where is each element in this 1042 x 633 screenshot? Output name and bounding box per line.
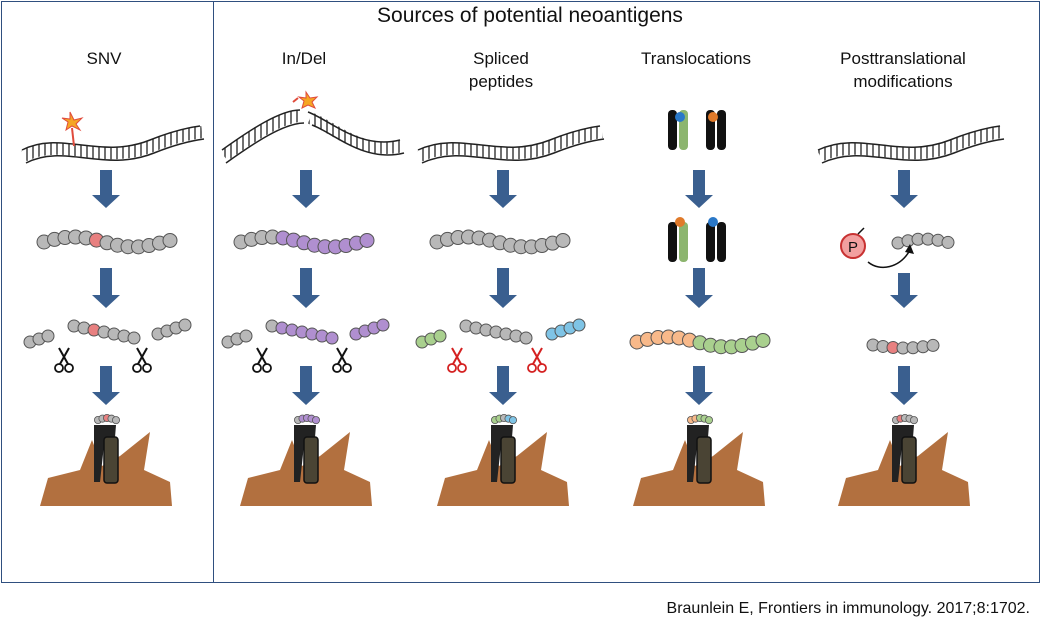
column-label-translocations: Translocations [611, 47, 781, 70]
scissors-icon [447, 347, 467, 373]
column-label-translocations-line1: Translocations [641, 49, 751, 68]
down-arrow-head-icon [685, 295, 713, 308]
mutation-star-icon [297, 90, 319, 109]
dna-strand-indel [220, 90, 405, 164]
presented-peptide-bead [705, 416, 714, 425]
column-label-indel: In/Del [219, 47, 389, 70]
down-arrow-icon [300, 170, 312, 196]
down-arrow-head-icon [890, 195, 918, 208]
cell-with-mhc [838, 414, 970, 506]
mutation-star-icon [61, 111, 84, 132]
down-arrow-head-icon [890, 295, 918, 308]
cells-with-mhc [40, 414, 970, 506]
peptide-chains [23, 229, 955, 355]
column-label-snv-line1: SNV [86, 49, 122, 68]
peptide-bead [359, 232, 375, 248]
down-arrow-head-icon [292, 195, 320, 208]
cell-with-mhc [240, 414, 372, 506]
scissors-icon [527, 347, 547, 373]
peptide-bead [519, 331, 533, 345]
mhc-beta-chain [696, 436, 712, 484]
down-arrow-icon [497, 268, 509, 296]
chromosomes-translocated [668, 217, 726, 262]
mhc-beta-chain [500, 436, 516, 484]
peptide-bead [941, 235, 955, 249]
cell-with-mhc [40, 414, 172, 506]
down-arrow-icon [100, 170, 112, 196]
scissors-group [54, 347, 547, 373]
peptide-bead [127, 331, 141, 345]
peptide-bead [178, 318, 192, 332]
peptide-bead [755, 332, 771, 348]
down-arrow-head-icon [92, 295, 120, 308]
scissors-icon [132, 347, 152, 373]
column-label-spliced: Spliced peptides [416, 47, 586, 93]
down-arrow-icon [693, 170, 705, 196]
down-arrow-head-icon [489, 195, 517, 208]
down-arrow-head-icon [92, 392, 120, 405]
column-label-ptm-line1: Posttranslational [840, 49, 966, 68]
phospho-label: P [848, 239, 858, 256]
down-arrow-head-icon [685, 195, 713, 208]
presented-peptide-bead [112, 416, 121, 425]
down-arrow-icon [693, 268, 705, 296]
left-panel-frame [1, 1, 214, 583]
presented-peptide-bead [508, 416, 517, 425]
down-arrow-head-icon [685, 392, 713, 405]
dna-strand-spliced [417, 125, 605, 164]
peptide-bead [376, 318, 390, 332]
down-arrow-icon [898, 366, 910, 393]
scissors-icon [332, 347, 352, 373]
down-arrow-icon [100, 366, 112, 393]
mhc-beta-chain [303, 436, 319, 484]
down-arrow-icon [693, 366, 705, 393]
peptide-bead [239, 329, 253, 343]
scissors-icon [252, 347, 272, 373]
citation: Braunlein E, Frontiers in immunology. 20… [666, 600, 1030, 617]
peptide-bead [325, 331, 339, 345]
phospho-circle-icon [840, 233, 866, 259]
down-arrow-head-icon [292, 295, 320, 308]
down-arrow-icon [497, 170, 509, 196]
chromosomes-top [668, 110, 726, 150]
mhc-beta-chain [103, 436, 119, 484]
presented-peptide-bead [311, 416, 320, 425]
column-label-spliced-line1: Spliced [473, 49, 529, 68]
down-arrow-icon [300, 366, 312, 393]
peptide-bead [926, 338, 940, 352]
peptide-bead [162, 232, 178, 248]
mhc-beta-chain [901, 436, 917, 484]
phospho-group: P [840, 227, 914, 269]
down-arrow-icon [497, 366, 509, 393]
presented-peptide-bead [910, 416, 919, 425]
column-label-ptm-line2: modifications [853, 72, 953, 91]
down-arrow-icon [100, 268, 112, 296]
down-arrow-head-icon [92, 195, 120, 208]
flow-arrows [92, 170, 918, 405]
peptide-bead [555, 232, 571, 248]
figure-title-text: Sources of potential neoantigens [377, 4, 683, 27]
down-arrow-head-icon [489, 392, 517, 405]
down-arrow-icon [898, 273, 910, 296]
column-label-ptm: Posttranslational modifications [818, 47, 988, 93]
column-label-indel-line1: In/Del [281, 49, 327, 68]
scissors-icon [54, 347, 74, 373]
column-label-snv: SNV [19, 47, 189, 70]
down-arrow-icon [898, 170, 910, 196]
down-arrow-head-icon [292, 392, 320, 405]
peptide-bead [433, 329, 447, 343]
curved-arrow-icon [905, 244, 914, 254]
dna-strand-ptm [817, 125, 1005, 164]
cell-with-mhc [633, 414, 765, 506]
down-arrow-head-icon [489, 295, 517, 308]
down-arrow-head-icon [890, 392, 918, 405]
down-arrow-icon [300, 268, 312, 296]
column-label-spliced-line2: peptides [468, 72, 534, 91]
dna-strand-snv [21, 111, 205, 164]
cell-with-mhc [437, 414, 569, 506]
right-panel-frame [214, 1, 1040, 583]
peptide-bead [41, 329, 55, 343]
peptide-bead [572, 318, 586, 332]
